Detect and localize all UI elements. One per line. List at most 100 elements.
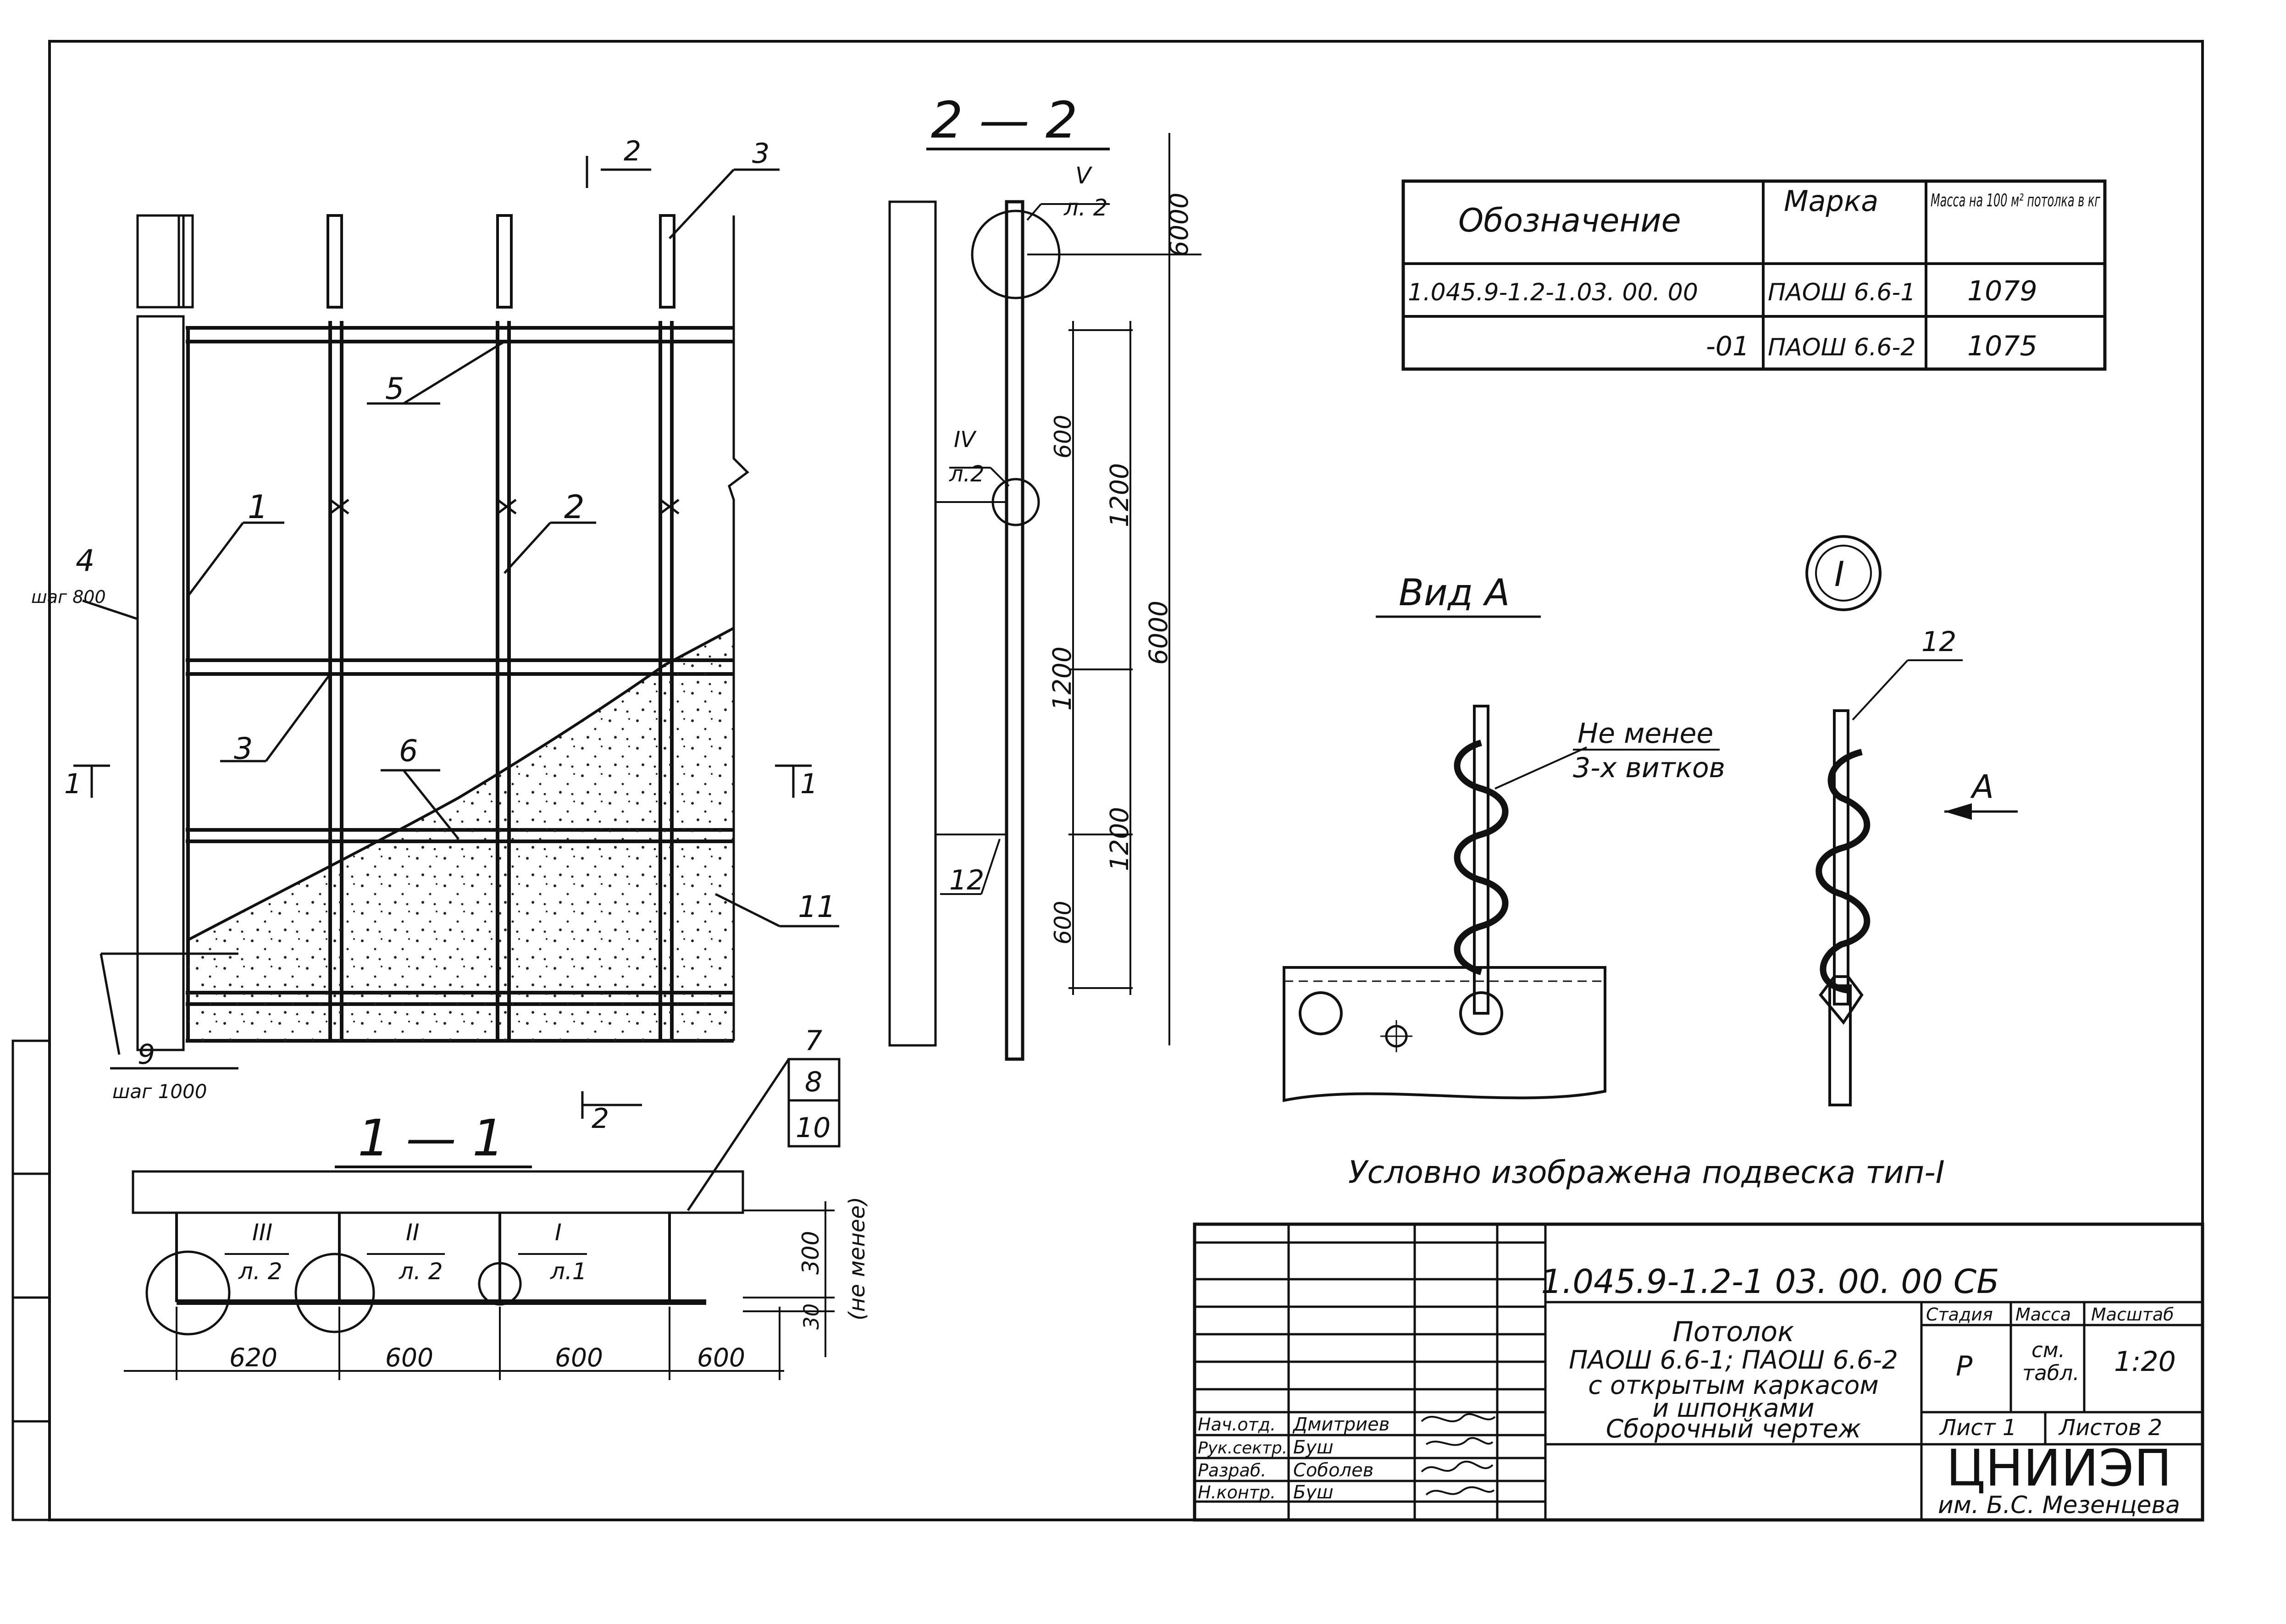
plan-view: 1 2 3 3 4 шаг 800 5 6 11 9 шаг 1000 2 2 … — [31, 135, 839, 1135]
cut-1-right: 1 — [800, 768, 818, 800]
dim-300: 300 — [797, 1231, 824, 1275]
table-row2-mass: 1075 — [1967, 330, 2037, 362]
view-a-title: Вид А — [1399, 571, 1510, 614]
stage-value: Р — [1956, 1350, 1973, 1382]
dim-620: 620 — [229, 1343, 277, 1372]
plate-outline — [1283, 966, 1606, 1102]
callout-iv-num: IV — [954, 427, 977, 453]
cut-2-top: 2 — [624, 135, 641, 167]
label-6: 6 — [399, 734, 418, 768]
parts-box — [686, 1058, 841, 1211]
sheet-count: Листов 2 — [2058, 1415, 2162, 1441]
mass-header: Масса — [2015, 1304, 2071, 1325]
dim-600-bottom: 600 — [1050, 901, 1076, 945]
dim-1200-b: 1200 — [1047, 646, 1077, 711]
scale-value: 1:20 — [2114, 1346, 2176, 1378]
callout-ii-num: II — [406, 1219, 420, 1246]
title-line-2: ПАОШ 6.6-1; ПАОШ 6.6-2 — [1569, 1345, 1898, 1375]
label-10: 10 — [796, 1112, 830, 1144]
org-name: ЦНИИЭП — [1946, 1439, 2172, 1497]
sig-name-4: Буш — [1293, 1482, 1334, 1503]
wire-coil-right — [1816, 749, 1871, 994]
dim-6000: 6000 — [1144, 601, 1173, 665]
note-turns: 3-х витков — [1573, 752, 1725, 784]
dim-600-top: 600 — [1050, 415, 1076, 458]
bolt-hole-right — [1459, 991, 1503, 1035]
label-4: 4 — [76, 544, 94, 578]
label-3: 3 — [234, 732, 253, 766]
callout-ii-sheet: л. 2 — [399, 1258, 443, 1285]
dimension-lines — [124, 1201, 835, 1380]
plan-leaders — [73, 156, 839, 1119]
mass-table: Обозначение Марка Масса на 100 м² потолк… — [1401, 179, 2107, 371]
callout-v-sheet: л. 2 — [1063, 194, 1108, 221]
sheet-frame — [48, 40, 2204, 1521]
title-block: 1.045.9-1.2-1 03. 00. 00 СБ Потолок ПАОШ… — [1193, 1222, 2204, 1522]
label-1: 1 — [248, 488, 268, 526]
dim-600-b: 600 — [555, 1343, 603, 1372]
callout-iv-sheet: л.2 — [949, 461, 984, 487]
infill-panels — [188, 628, 734, 1041]
label-2: 2 — [564, 488, 585, 526]
detail-caption: Условно изображена подвеска тип-I — [1348, 1154, 1945, 1191]
scale-header: Масштаб — [2091, 1304, 2174, 1325]
wall-hatched — [136, 315, 185, 1051]
dim-30: 30 — [799, 1304, 824, 1330]
view-a-arrow-label: А — [1970, 768, 1994, 806]
callout-iii-num: III — [252, 1219, 272, 1246]
org-sub: им. Б.С. Мезенцева — [1938, 1491, 2180, 1519]
section-1-1: 1 — 1 III л. 2 II л. 2 I л.1 7 8 10 — [124, 1025, 870, 1380]
title-line-3: с открытым каркасом — [1588, 1370, 1879, 1400]
note-min: Не менее — [1578, 718, 1713, 750]
label-9-step: шаг 1000 — [112, 1080, 207, 1103]
sig-role-2: Рук.сектр. — [1198, 1439, 1287, 1458]
section-2-2-title: 2 — 2 — [931, 91, 1078, 149]
callout-v-num: V — [1075, 162, 1093, 189]
section-1-1-title: 1 — 1 — [358, 1109, 504, 1167]
dim-600-c: 600 — [697, 1343, 745, 1372]
table-row1-mark: ПАОШ 6.6-1 — [1768, 279, 1915, 306]
detail-view-a: Вид А I Не менее 3-х витков 12 А Условно… — [1283, 535, 2018, 1191]
sig-name-1: Дмитриев — [1292, 1414, 1389, 1435]
bolt-hole-left — [1299, 991, 1343, 1035]
sheet-number: Лист 1 — [1939, 1415, 2016, 1441]
label-5: 5 — [385, 372, 404, 406]
handwritten-signatures — [1421, 1413, 1496, 1496]
stage-header: Стадия — [1926, 1304, 1993, 1325]
callout-i-sheet: л.1 — [550, 1258, 587, 1285]
sig-role-1: Нач.отд. — [1198, 1414, 1276, 1435]
table-row2-designation: -01 — [1706, 331, 1749, 362]
sig-name-3: Соболев — [1293, 1460, 1373, 1481]
dim-1200-a: 1200 — [1105, 463, 1134, 527]
wall-2-2-hatched — [888, 200, 937, 1047]
callout-iii-sheet: л. 2 — [238, 1258, 282, 1285]
cut-1-left: 1 — [64, 768, 82, 800]
sig-role-3: Разраб. — [1198, 1460, 1266, 1480]
table-row1-mass: 1079 — [1967, 275, 2037, 307]
mass-value-2: табл. — [2022, 1361, 2080, 1385]
detail-label-12: 12 — [1921, 626, 1956, 658]
label-4-step: шаг 800 — [31, 587, 106, 607]
title-line-1: Потолок — [1673, 1316, 1794, 1348]
sig-role-4: Н.контр. — [1198, 1482, 1276, 1502]
dim-600-a: 600 — [385, 1343, 433, 1372]
table-header-mass: Масса на 100 м² потолка в кг — [1931, 190, 2101, 210]
hanger-stubs — [327, 214, 675, 309]
label-7: 7 — [805, 1025, 822, 1057]
table-row1-designation: 1.045.9-1.2-1.03. 00. 00 — [1408, 279, 1698, 306]
callout-i-circle — [1805, 535, 1882, 611]
rod-left — [1473, 705, 1489, 1015]
table-header-mark: Марка — [1784, 184, 1878, 218]
callout-i-label: I — [1834, 554, 1844, 594]
dim-note-min: (не менее) — [844, 1197, 870, 1320]
mass-value-1: см. — [2031, 1338, 2065, 1362]
doc-code: 1.045.9-1.2-1 03. 00. 00 СБ — [1541, 1262, 1999, 1301]
label-11: 11 — [798, 890, 836, 924]
hangers — [175, 1213, 671, 1302]
cut-2-bottom: 2 — [592, 1103, 609, 1135]
sig-name-2: Буш — [1293, 1437, 1334, 1458]
label-9: 9 — [138, 1038, 155, 1071]
label-8: 8 — [805, 1066, 822, 1098]
slab-hatched — [132, 1170, 744, 1214]
